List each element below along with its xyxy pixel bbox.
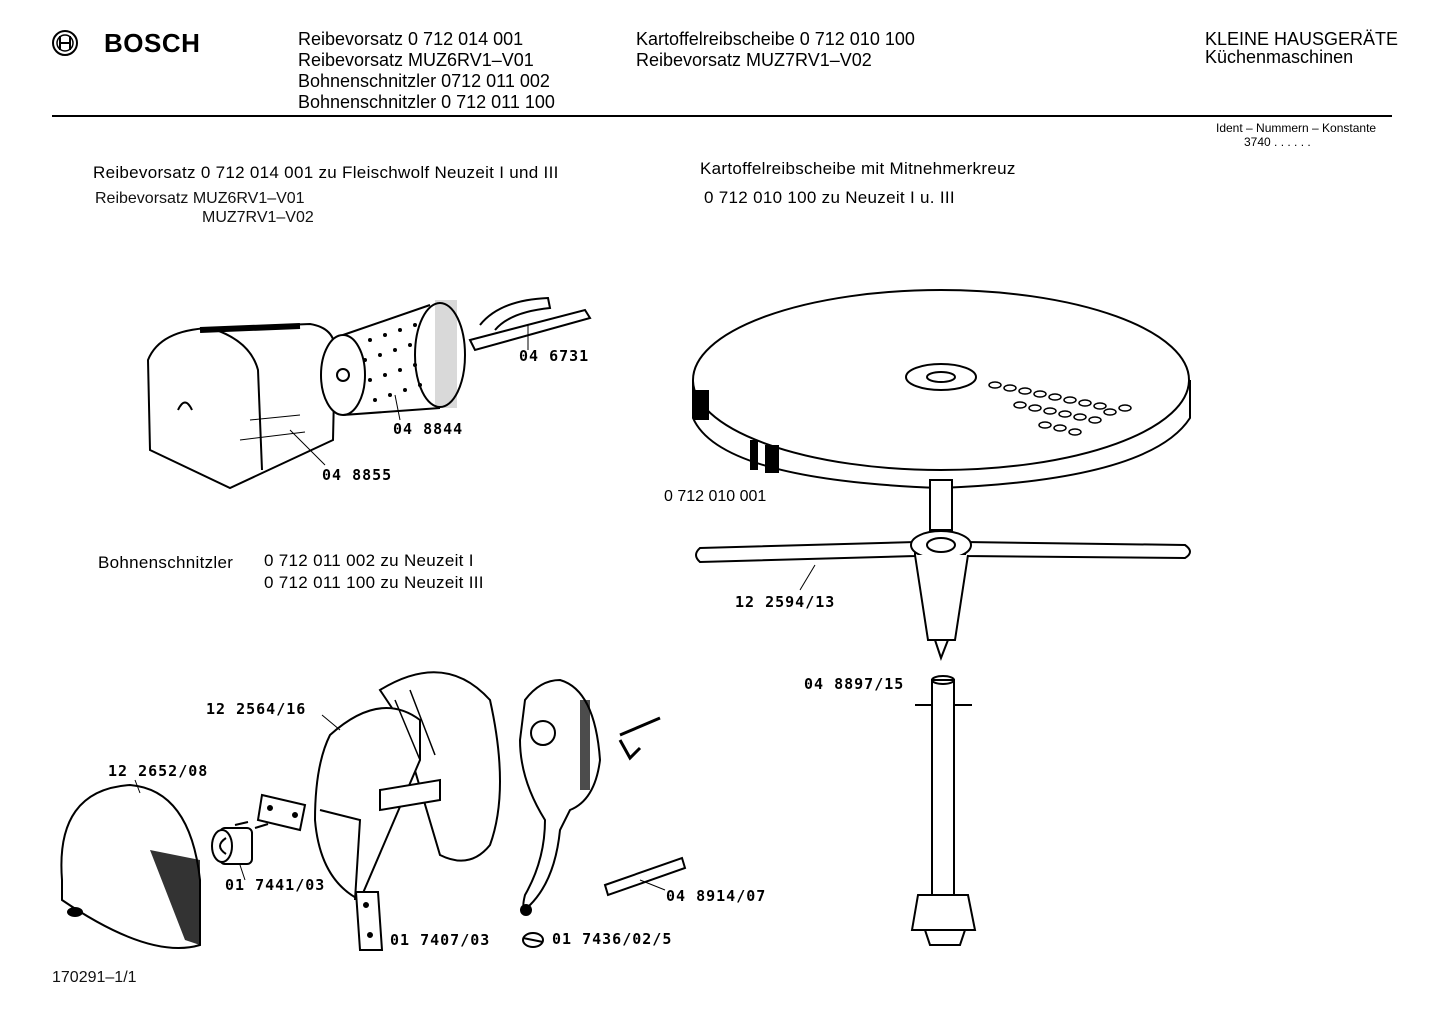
ident-value: 3740 . . . . . . [1244,135,1311,149]
part-label-122564: 12 2564/16 [206,700,307,718]
header-line: Bohnenschnitzler 0 712 011 100 [298,92,555,112]
grater-hood-drawing [146,322,337,490]
bohnen-label: Bohnenschnitzler [98,553,234,572]
pusher-drawing [468,296,592,352]
part-label-0712010001: 0 712 010 001 [664,488,767,505]
bohnen-line-1: 0 712 011 002 zu Neuzeit I [264,551,474,570]
part-label-048914: 04 8914/07 [666,887,767,905]
header-line: Reibevorsatz 0 712 014 001 [298,29,524,49]
part-label-048855: 04 8855 [322,466,393,484]
pin-drawing [603,856,687,897]
reibevorsatz-variant-1: Reibevorsatz MUZ6RV1–V01 [95,190,305,207]
slicing-disc-drawing [313,671,501,902]
header-col2: Kartoffelreibscheibe 0 712 010 100 Reibe… [636,29,915,71]
cross-driver-drawing [695,479,1191,661]
part-label-017436: 01 7436/02/5 [552,930,673,948]
header-line: Bohnenschnitzler 0712 011 002 [298,71,550,91]
header-col1: Reibevorsatz 0 712 014 001 Reibevorsatz … [298,29,555,113]
category-subtitle: Küchenmaschinen [1205,47,1354,67]
part-label-017441: 01 7441/03 [225,876,326,894]
document-id: 170291–1/1 [52,969,137,986]
bosch-logo [50,28,80,63]
spring-clip-drawing [618,716,661,761]
grater-drum-drawing [320,300,466,416]
handle-arm-drawing [518,678,602,916]
small-plate-drawing [354,891,384,951]
brand-name: BOSCH [104,28,201,58]
part-label-048844: 04 8844 [393,420,464,438]
slicer-cover-drawing [60,783,201,949]
ident-label: Ident – Nummern – Konstante [1216,121,1377,135]
category-title: KLEINE HAUSGERÄTE [1205,29,1399,49]
part-label-046731: 04 6731 [519,347,590,365]
part-label-122594: 12 2594/13 [735,593,836,611]
drive-shaft-drawing [910,675,977,946]
header-rule [52,115,1392,117]
header-line: Reibevorsatz MUZ6RV1–V01 [298,50,534,70]
kartoffel-title: Kartoffelreibscheibe mit Mitnehmerkreuz [700,159,1016,178]
blade-plate-drawing [234,793,307,832]
wing-nut-drawing [522,932,544,948]
reibevorsatz-variant-2: MUZ7RV1–V02 [202,209,314,226]
bosch-armature-icon [52,30,78,56]
bohnen-line-2: 0 712 011 100 zu Neuzeit III [264,573,484,592]
part-label-122652: 12 2652/08 [108,762,209,780]
part-label-048897: 04 8897/15 [804,675,905,693]
part-label-017407: 01 7407/03 [390,931,491,949]
kartoffel-subtitle: 0 712 010 100 zu Neuzeit I u. III [704,188,955,207]
header-col3: KLEINE HAUSGERÄTE Küchenmaschinen [1205,29,1398,68]
grating-disc-drawing [692,289,1191,490]
knurled-nut-drawing [211,827,253,865]
header-line: Reibevorsatz MUZ7RV1–V02 [636,50,872,70]
header-line: Kartoffelreibscheibe 0 712 010 100 [636,29,915,49]
reibevorsatz-title: Reibevorsatz 0 712 014 001 zu Fleischwol… [93,163,559,182]
